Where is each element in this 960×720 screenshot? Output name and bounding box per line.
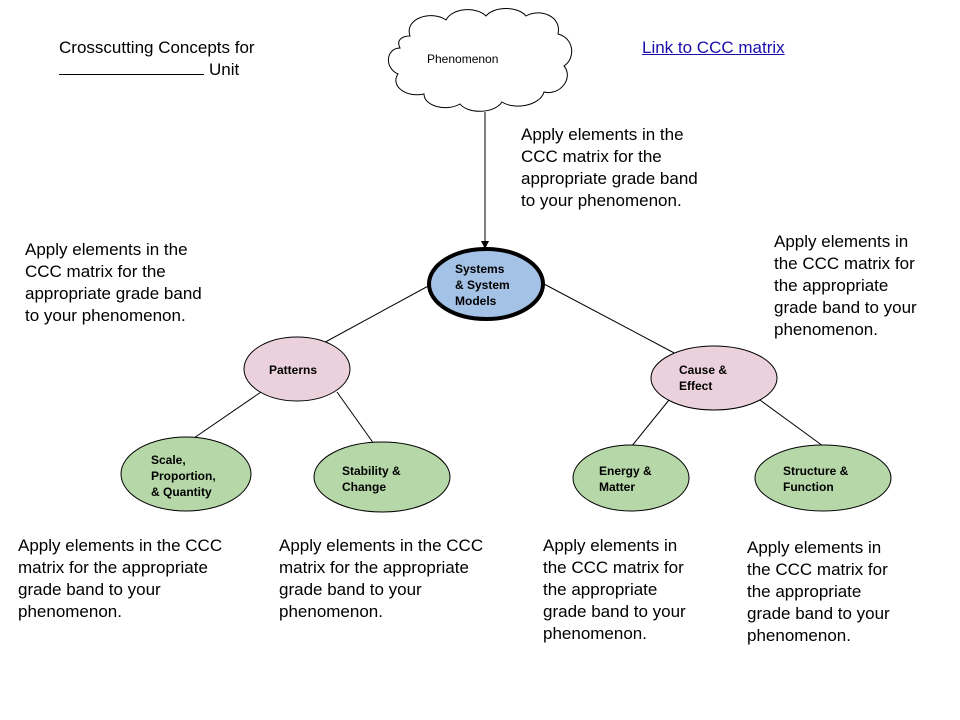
node-label-stability: Stability & Change [342, 464, 401, 494]
edge-systems-patterns [317, 283, 433, 347]
node-patterns[interactable] [243, 336, 351, 402]
note-bottom-stability[interactable]: Apply elements in the CCC matrix for the… [279, 536, 484, 621]
node-stability-change[interactable] [313, 441, 451, 513]
edge-cause-energy [630, 399, 670, 448]
edge-cause-structure [759, 399, 824, 447]
phenomenon-label: Phenomenon [427, 52, 499, 66]
edge-systems-cause-effect [543, 283, 679, 356]
node-label-energy: Energy & Matter [599, 464, 652, 494]
ccc-matrix-link[interactable]: Link to CCC matrix [642, 38, 785, 57]
title-line-1: Crosscutting Concepts for [59, 38, 255, 57]
note-middle-left[interactable]: Apply elements in the CCC matrix for the… [25, 240, 202, 325]
note-top-center[interactable]: Apply elements in the CCC matrix for the… [521, 125, 698, 210]
node-structure-function[interactable] [754, 444, 892, 512]
node-scale-proportion-quantity[interactable] [120, 436, 252, 512]
page-title: Crosscutting Concepts for Unit [59, 37, 255, 81]
note-bottom-scale[interactable]: Apply elements in the CCC matrix for the… [18, 536, 223, 621]
edge-patterns-stability [336, 391, 375, 445]
unit-name-blank[interactable] [59, 59, 204, 75]
phenomenon-cloud[interactable] [388, 8, 573, 112]
node-cause-effect[interactable] [650, 345, 778, 411]
node-energy-matter[interactable] [572, 444, 690, 512]
note-bottom-structure[interactable]: Apply elements in the CCC matrix for the… [747, 538, 890, 645]
edge-patterns-scale [193, 391, 262, 439]
title-unit-suffix: Unit [209, 60, 240, 79]
node-label-structure: Structure & Function [783, 464, 849, 494]
node-label-cause-effect: Cause & Effect [679, 363, 728, 393]
note-bottom-energy[interactable]: Apply elements in the CCC matrix for the… [543, 536, 686, 643]
node-systems-system-models[interactable] [427, 247, 545, 321]
node-label-scale: Scale, Proportion, & Quantity [151, 453, 216, 499]
note-middle-right[interactable]: Apply elements in the CCC matrix for the… [774, 232, 917, 339]
node-label-systems: Systems & System Models [455, 262, 510, 308]
title-line-2: Unit [59, 59, 255, 81]
node-label-patterns: Patterns [269, 363, 318, 377]
